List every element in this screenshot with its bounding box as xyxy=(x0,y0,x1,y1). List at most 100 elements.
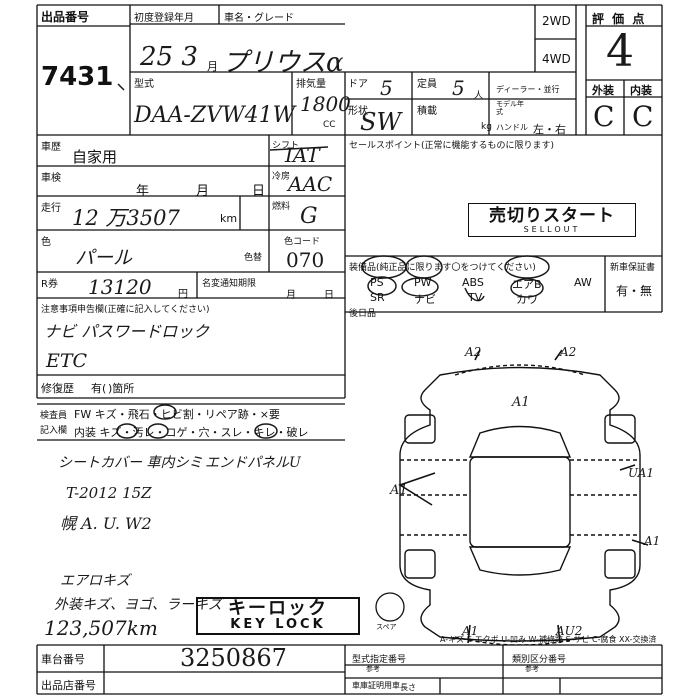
remark-4: 幌 A. U. W2 xyxy=(60,514,152,533)
remark-1: シートカバー 車内シミ xyxy=(58,455,203,471)
rear-items-label: 後日品 xyxy=(349,309,377,319)
diagram-mark-a1-top: A1 xyxy=(512,395,530,410)
key-lock-stamp: キーロック KEY LOCK xyxy=(196,597,360,635)
yen-unit: 円 xyxy=(178,289,188,300)
diagram-mark-a1-left: A1 xyxy=(390,483,408,498)
handle-label: ハンドル xyxy=(496,123,528,132)
score-label: 評 価 点 xyxy=(592,12,647,26)
color-label: 色 xyxy=(41,237,51,248)
sales-point-label: セールスポイント(正常に機能するものに限ります) xyxy=(349,141,555,151)
equipment-aw: AW xyxy=(574,276,592,289)
remark-6: 外装キズ、ヨゴ、ラーキズ xyxy=(54,597,222,613)
repair-history-value: 有( xyxy=(91,382,107,395)
drive-2wd: 2WD xyxy=(542,14,571,28)
recycle-label: R券 xyxy=(41,279,58,290)
remark-2: エンドパネルU xyxy=(205,455,301,471)
kg-unit: kg xyxy=(481,122,492,132)
key-lock-jp: キーロック xyxy=(228,598,328,619)
shift-value: IAT xyxy=(285,143,320,167)
interior-label: 内装 xyxy=(630,84,652,97)
score-value: 4 xyxy=(606,26,634,77)
category-ref: 参考 xyxy=(525,665,539,673)
equipment-pw: PW xyxy=(414,276,432,289)
lot-number-label: 出品番号 xyxy=(41,10,90,24)
remark-5: エアロキズ xyxy=(60,573,130,589)
notes-line-1: ナビ パスワードロック xyxy=(44,322,210,341)
repair-history-label: 修復歴 xyxy=(41,382,74,395)
shape-value: SW xyxy=(360,108,402,136)
displacement-value: 1800 xyxy=(300,92,351,116)
chassis-label: 車台番号 xyxy=(41,653,85,666)
first-registration-value: 25 3 xyxy=(140,42,198,72)
color-value: パール xyxy=(75,247,133,269)
equipment-sr: SR xyxy=(370,291,385,304)
tax-deadline-label: 名変通知期限 xyxy=(202,279,257,289)
length-label: 長さ xyxy=(400,683,416,692)
model-label: 型式 xyxy=(134,79,154,90)
ac-label: 冷房 xyxy=(272,172,291,182)
shift-label: シフト xyxy=(272,141,300,151)
payload-label: 積載 xyxy=(417,106,437,117)
inspection-label: 車検 xyxy=(41,173,61,184)
inspection-day: 日 xyxy=(252,184,266,199)
doors-label: ドア xyxy=(348,79,368,90)
car-name-label: 車名・グレード xyxy=(224,13,294,24)
first-registration-label: 初度登録年月 xyxy=(134,13,194,24)
diagram-mark-ua1: UA1 xyxy=(628,466,655,480)
diagram-mark-a1-right: A1 xyxy=(644,534,661,548)
handle-side: 左・右 xyxy=(533,123,566,136)
equipment-airbag: エアB xyxy=(512,278,542,291)
warranty-label: 新車保証書 xyxy=(610,263,656,273)
km-unit: km xyxy=(220,212,238,225)
model-value: DAA-ZVW41W xyxy=(134,103,296,128)
remark-7: 123,507km xyxy=(44,616,158,640)
inspection-year: 年 xyxy=(136,184,150,199)
model-year-label: モデル年式 xyxy=(496,100,524,116)
notes-line-2: ETC xyxy=(46,350,88,372)
equipment-ps: PS xyxy=(370,276,384,289)
sellout-en: SELLOUT xyxy=(523,224,581,234)
damage-legend: A-キズ E-エクボ U-凹み W-補修跡 S-サビ C-腐食 XX-交換済 xyxy=(440,635,657,644)
diagram-mark-au2: AU2 xyxy=(556,624,583,638)
diagram-mark-a2-right: A2 xyxy=(560,345,577,359)
fuel-value: G xyxy=(300,204,318,229)
warranty-value: 有・無 xyxy=(616,284,653,298)
sellout-jp: 売切りスタート xyxy=(489,205,615,226)
month-label: 月 xyxy=(207,60,218,73)
equipment-label: 装備品(純正品に限ります〇をつけてください) xyxy=(349,263,536,273)
displacement-label: 排気量 xyxy=(296,79,326,90)
repair-history-unit: )箇所 xyxy=(108,382,135,395)
type-cert-label: 型式指定番号 xyxy=(352,655,407,665)
lot-number: 7431 xyxy=(41,62,114,92)
ac-value: AAC xyxy=(288,172,333,196)
inspector-label: 検査員 xyxy=(40,411,68,421)
diagram-mark-a2-left: A2 xyxy=(465,345,482,359)
exterior-grade: C xyxy=(593,100,615,133)
spare-tire-icon xyxy=(375,592,405,622)
equipment-leather: カワ xyxy=(516,293,538,306)
fuel-label: 燃料 xyxy=(272,202,291,212)
equipment-tv: TV xyxy=(468,291,483,304)
history-value: 自家用 xyxy=(72,148,118,166)
key-lock-en: KEY LOCK xyxy=(230,617,326,632)
doors-value: 5 xyxy=(380,76,393,100)
auction-store-label: 出品店番号 xyxy=(41,679,96,692)
garage-cert-label: 車庫証明用車 xyxy=(352,681,400,690)
cc-unit: CC xyxy=(323,120,336,130)
chassis-value: 3250867 xyxy=(180,644,287,672)
mileage-value: 12 万3507 xyxy=(72,206,180,230)
interior-grade: C xyxy=(632,100,654,133)
capacity-value: 5 xyxy=(452,76,465,100)
recycle-value: 13120 xyxy=(88,275,152,299)
inspection-month: 月 xyxy=(196,184,210,199)
type-cert-ref: 参考 xyxy=(366,665,380,673)
equipment-abs: ABS xyxy=(462,276,484,289)
diagram-mark-a1-bottom: A1 xyxy=(462,624,479,638)
notes-label: 注意事項申告欄(正確に記入してください) xyxy=(41,305,210,315)
color-change-label: 色替 xyxy=(244,253,263,263)
capacity-label: 定員 xyxy=(417,79,437,90)
check-row-interior: 内装 キズ・汚レ・コゲ・穴・スレ・キレ・破レ xyxy=(74,426,309,439)
remark-3: T-2012 15Z xyxy=(66,484,152,502)
